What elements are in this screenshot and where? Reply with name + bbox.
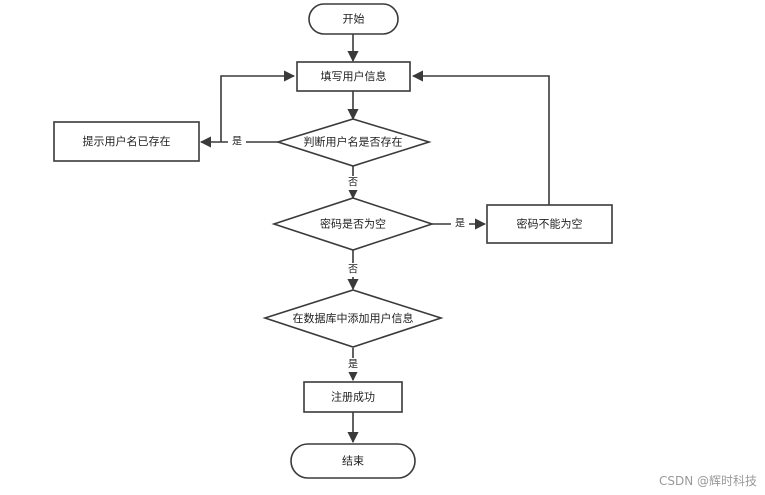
node-end-label: 结束 — [342, 455, 364, 468]
node-check-username-label: 判断用户名是否存在 — [304, 135, 403, 149]
node-register-success: 注册成功 — [303, 381, 403, 413]
node-password-empty-prompt: 密码不能为空 — [486, 204, 613, 244]
node-username-exists-prompt: 提示用户名已存在 — [53, 121, 200, 162]
node-fill-info-label: 填写用户信息 — [321, 69, 387, 83]
edge-password-prompt-back-to-fill — [411, 70, 550, 205]
edge-label-password-yes: 是 — [455, 218, 465, 230]
node-check-password-empty-label: 密码是否为空 — [320, 217, 386, 231]
watermark-text: CSDN @辉时科技 — [658, 474, 757, 488]
edge-labels: 是 否 是 否 是 — [228, 135, 469, 372]
node-password-empty-prompt-label: 密码不能为空 — [517, 217, 583, 231]
node-fill-info: 填写用户信息 — [296, 61, 411, 92]
node-add-to-db: 在数据库中添加用户信息 — [262, 289, 444, 348]
edge-label-username-yes: 是 — [232, 136, 242, 148]
node-username-exists-prompt-label: 提示用户名已存在 — [83, 134, 171, 148]
node-start: 开始 — [308, 3, 399, 35]
edge-label-password-no: 否 — [348, 264, 358, 276]
edge-prompt-back-to-fill — [220, 70, 296, 142]
node-register-success-label: 注册成功 — [331, 390, 375, 404]
node-start-label: 开始 — [343, 12, 365, 26]
node-check-password-empty: 密码是否为空 — [271, 197, 435, 251]
edge-label-username-no: 否 — [348, 177, 358, 189]
node-end: 结束 — [290, 443, 416, 479]
edge-label-db-yes: 是 — [348, 359, 358, 371]
node-add-to-db-label: 在数据库中添加用户信息 — [293, 311, 414, 325]
node-check-username: 判断用户名是否存在 — [275, 118, 432, 167]
